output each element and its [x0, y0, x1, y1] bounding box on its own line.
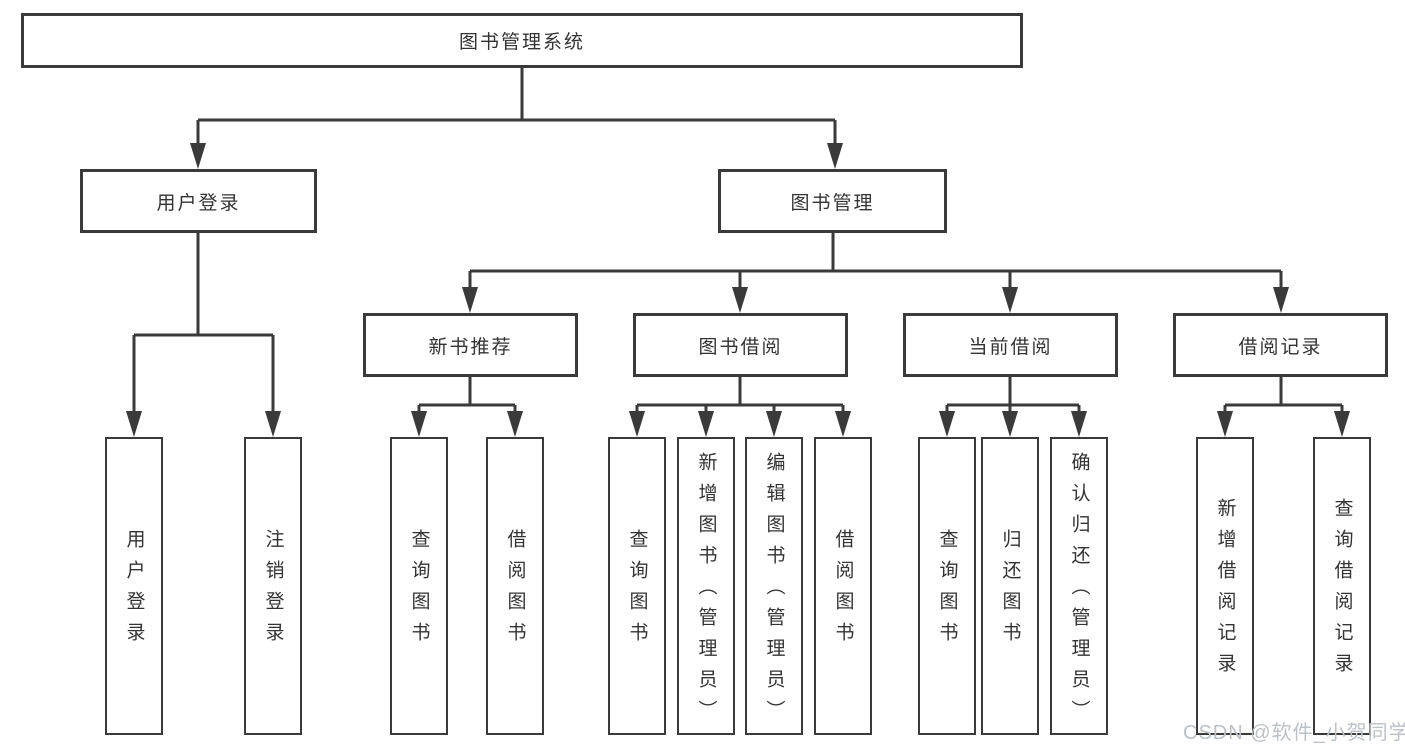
node-borrowing-records: 借阅记录	[1173, 313, 1388, 377]
node-return-books: 归还图书	[981, 437, 1039, 735]
node-logout: 注销登录	[244, 437, 302, 735]
node-confirm-return-admin: 确认归还（管理员）	[1050, 437, 1108, 735]
connector-current-borrow-children	[939, 377, 1087, 437]
node-add-books-admin: 新增图书（管理员）	[677, 437, 735, 735]
node-query-books: 查询图书	[918, 437, 976, 735]
node-book-borrowing: 图书借阅	[633, 313, 848, 377]
node-borrow-books: 借阅图书	[814, 437, 872, 735]
node-query-books: 查询图书	[390, 437, 448, 735]
node-library-management-system: 图书管理系统	[21, 13, 1023, 68]
node-current-borrowing: 当前借阅	[903, 313, 1118, 377]
csdn-watermark: CSDN @软件_小贺同学	[1183, 722, 1405, 744]
node-query-books: 查询图书	[608, 437, 666, 735]
connector-root-to-level2	[190, 68, 843, 169]
node-new-book-recommend: 新书推荐	[363, 313, 578, 377]
connector-book-borrow-children	[629, 377, 851, 437]
connector-borrow-record-children	[1217, 377, 1350, 437]
node-book-management: 图书管理	[718, 169, 947, 233]
node-add-borrow-record: 新增借阅记录	[1196, 437, 1254, 735]
connector-user-login-children	[126, 233, 281, 437]
node-borrow-books: 借阅图书	[486, 437, 544, 735]
node-user-login: 用户登录	[80, 169, 317, 233]
node-user-login-leaf: 用户登录	[105, 437, 163, 735]
node-edit-books-admin: 编辑图书（管理员）	[745, 437, 803, 735]
connector-book-mgmt-to-level3	[462, 233, 1289, 313]
node-query-borrow-record: 查询借阅记录	[1313, 437, 1371, 735]
connector-new-book-children	[411, 377, 523, 437]
